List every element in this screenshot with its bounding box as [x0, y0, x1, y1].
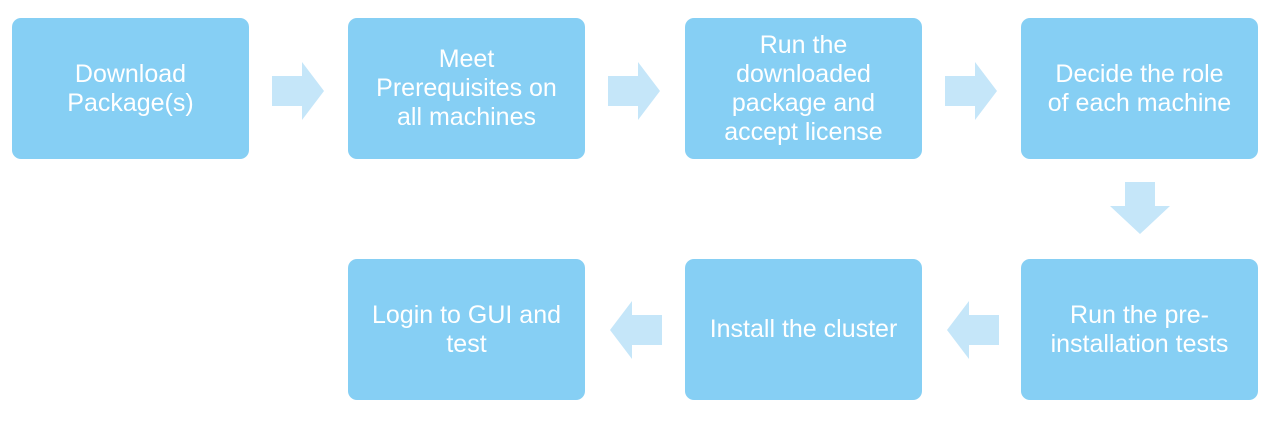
arrow-left-icon [610, 301, 662, 359]
arrow-right-icon [272, 62, 324, 120]
step-label: Meet Prerequisites on all machines [376, 45, 557, 131]
step-label: Decide the role of each machine [1047, 59, 1232, 117]
step-login-gui: Login to GUI and test [348, 259, 585, 400]
step-label: Install the cluster [709, 315, 898, 343]
step-install-cluster: Install the cluster [685, 259, 922, 400]
arrow-down-icon [1110, 182, 1170, 234]
arrow-right-icon [945, 62, 997, 120]
step-pre-installation-tests: Run the pre- installation tests [1021, 259, 1258, 400]
step-download-package: Download Package(s) [12, 18, 249, 159]
step-meet-prerequisites: Meet Prerequisites on all machines [348, 18, 585, 159]
step-label: Download Package(s) [67, 59, 194, 117]
step-run-package: Run the downloaded package and accept li… [685, 18, 922, 159]
step-label: Login to GUI and test [371, 300, 561, 358]
arrow-right-icon [608, 62, 660, 120]
arrow-left-icon [947, 301, 999, 359]
step-label: Run the pre- installation tests [1050, 300, 1229, 358]
step-decide-role: Decide the role of each machine [1021, 18, 1258, 159]
step-label: Run the downloaded package and accept li… [724, 30, 883, 146]
